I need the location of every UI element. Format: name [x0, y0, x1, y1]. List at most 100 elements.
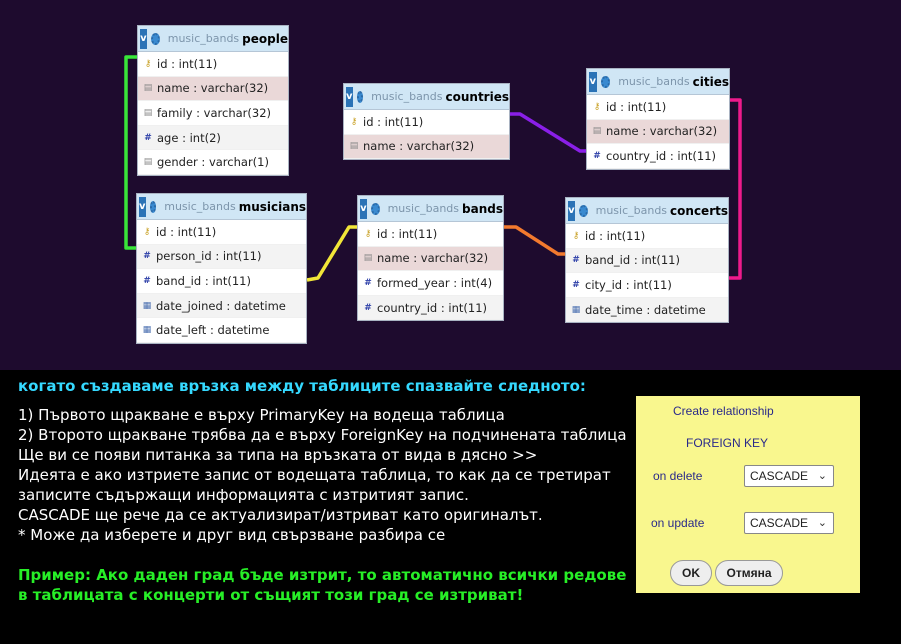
gear-icon[interactable] [578, 204, 588, 217]
numeric-field-icon: # [364, 277, 372, 288]
column-label: date_joined : datetime [156, 298, 286, 313]
column-row[interactable]: #city_id : int(11) [566, 273, 728, 298]
collapse-toggle-icon[interactable]: v [589, 71, 597, 92]
column-row[interactable]: # age : int(2) [138, 125, 288, 151]
on-delete-label: on delete [653, 469, 703, 483]
column-label: id : int(11) [156, 224, 217, 239]
text-field-icon: ▤ [143, 107, 153, 118]
on-update-select[interactable]: CASCADE ⌄ [744, 512, 834, 534]
column-row[interactable]: ▦date_left : datetime [137, 318, 306, 343]
column-label: name : varchar(32) [377, 251, 489, 266]
relation-line[interactable] [306, 225, 357, 282]
text-field-icon: ▤ [592, 126, 602, 137]
column-row[interactable]: ⚷id : int(11) [587, 95, 729, 120]
relation-line[interactable] [504, 225, 565, 256]
column-label: country_id : int(11) [606, 148, 717, 163]
column-row[interactable]: # country_id : int(11) [587, 144, 729, 169]
instructions-panel: когато създаваме връзка между таблиците … [18, 375, 633, 605]
column-row[interactable]: ▤ name : varchar(32) [587, 119, 729, 145]
ok-button[interactable]: OK [670, 560, 712, 586]
column-row[interactable]: ⚷id : int(11) [566, 224, 728, 249]
chevron-down-icon: ⌄ [817, 470, 827, 482]
relation-line[interactable] [124, 55, 137, 250]
column-label: age : int(2) [157, 130, 221, 145]
numeric-field-icon: # [143, 275, 151, 286]
column-label: id : int(11) [363, 114, 424, 129]
chevron-down-icon: ⌄ [817, 517, 827, 529]
column-row[interactable]: ▤gender : varchar(1) [138, 150, 288, 175]
primary-key-icon: ⚷ [364, 228, 372, 239]
numeric-field-icon: # [144, 132, 152, 143]
column-label: band_id : int(11) [156, 273, 251, 288]
collapse-toggle-icon[interactable]: v [346, 86, 353, 107]
column-row[interactable]: ⚷id : int(11) [138, 52, 288, 77]
collapse-toggle-icon[interactable]: v [139, 196, 146, 217]
column-label: country_id : int(11) [377, 300, 488, 315]
column-label: name : varchar(32) [157, 81, 269, 96]
column-row[interactable]: #person_id : int(11) [137, 244, 306, 270]
gear-icon[interactable] [149, 200, 157, 213]
column-row[interactable]: ▤family : varchar(32) [138, 101, 288, 126]
column-row[interactable]: # country_id : int(11) [358, 295, 503, 321]
column-row[interactable]: ⚷ id : int(11) [137, 220, 306, 245]
instruction-line-2: 2) Второто щракване трябва да е върху Fo… [18, 426, 627, 444]
relation-line[interactable] [729, 98, 742, 280]
dialog-title: Create relationship [673, 404, 774, 418]
column-row[interactable]: ⚷ id : int(11) [358, 222, 503, 247]
column-row[interactable]: # band_id : int(11) [566, 248, 728, 274]
collapse-toggle-icon[interactable]: v [360, 198, 367, 219]
column-row[interactable]: ▤name : varchar(32) [344, 134, 509, 160]
on-update-value: CASCADE [750, 516, 809, 530]
gear-icon[interactable] [600, 75, 611, 88]
cancel-button[interactable]: Отмяна [715, 560, 783, 586]
column-row[interactable]: ▤name : varchar(32) [138, 76, 288, 102]
primary-key-icon: ⚷ [144, 58, 152, 69]
numeric-field-icon: # [593, 150, 601, 161]
numeric-field-icon: # [143, 251, 151, 262]
column-label: date_left : datetime [156, 323, 270, 338]
column-label: id : int(11) [585, 228, 646, 243]
column-row[interactable]: # band_id : int(11) [137, 269, 306, 294]
column-row[interactable]: #formed_year : int(4) [358, 271, 503, 296]
on-delete-select[interactable]: CASCADE ⌄ [744, 465, 834, 487]
column-label: date_time : datetime [585, 302, 706, 317]
numeric-field-icon: # [364, 302, 372, 313]
primary-key-icon: ⚷ [143, 226, 151, 237]
column-label: id : int(11) [377, 226, 438, 241]
foreign-key-label: FOREIGN KEY [686, 436, 769, 450]
instruction-line-1: 1) Първото щракване е върху PrimaryKey н… [18, 406, 505, 424]
column-row[interactable]: ▦ date_joined : datetime [137, 293, 306, 319]
collapse-toggle-icon[interactable]: v [568, 200, 575, 221]
column-label: gender : varchar(1) [157, 155, 269, 170]
relation-lines [124, 55, 742, 282]
column-label: name : varchar(32) [606, 124, 718, 139]
gear-icon[interactable] [370, 202, 380, 215]
collapse-toggle-icon[interactable]: v [140, 28, 147, 49]
date-field-icon: ▦ [142, 300, 152, 311]
gear-icon[interactable] [356, 90, 364, 103]
relation-line[interactable] [510, 112, 586, 153]
date-field-icon: ▦ [571, 304, 581, 315]
column-row[interactable]: ▤name : varchar(32) [358, 246, 503, 272]
table-name: bands [462, 201, 503, 216]
gear-icon[interactable] [150, 32, 160, 45]
column-row[interactable]: ▦ date_time : datetime [566, 297, 728, 323]
numeric-field-icon: # [572, 255, 580, 266]
database-name: music_bands [387, 202, 460, 215]
column-row[interactable]: ⚷id : int(11) [344, 110, 509, 135]
on-update-label: on update [651, 516, 705, 530]
column-label: band_id : int(11) [585, 253, 680, 268]
